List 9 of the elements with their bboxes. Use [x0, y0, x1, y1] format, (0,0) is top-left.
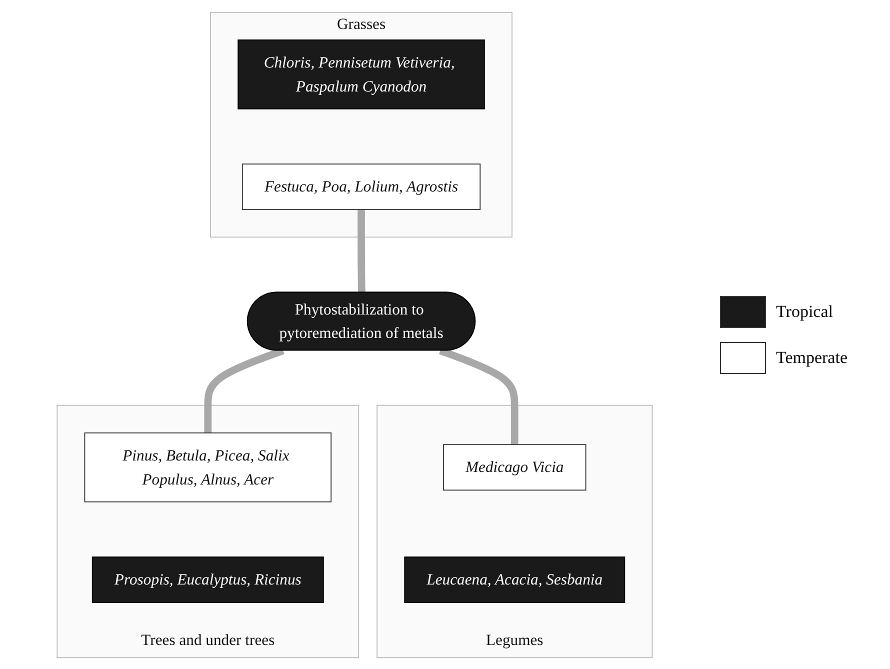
node-box: Leucaena, Acacia, Sesbania: [404, 556, 626, 602]
node-box: Festuca, Poa, Lolium, Agrostis: [242, 163, 481, 210]
node-box: Chloris, Pennisetum Vetiveria, Paspalum Cyanodon: [238, 38, 486, 109]
legend-label: Temperate: [776, 348, 848, 368]
node-box: Medicago Vicia: [443, 444, 587, 490]
node-box: Prosopis, Eucalyptus, Ricinus: [92, 556, 324, 602]
legend-label: Tropical: [776, 302, 833, 322]
connector: [358, 209, 366, 292]
node-box: Pinus, Betula, Picea, Salix Populus, Alnus, Acer: [84, 432, 332, 502]
